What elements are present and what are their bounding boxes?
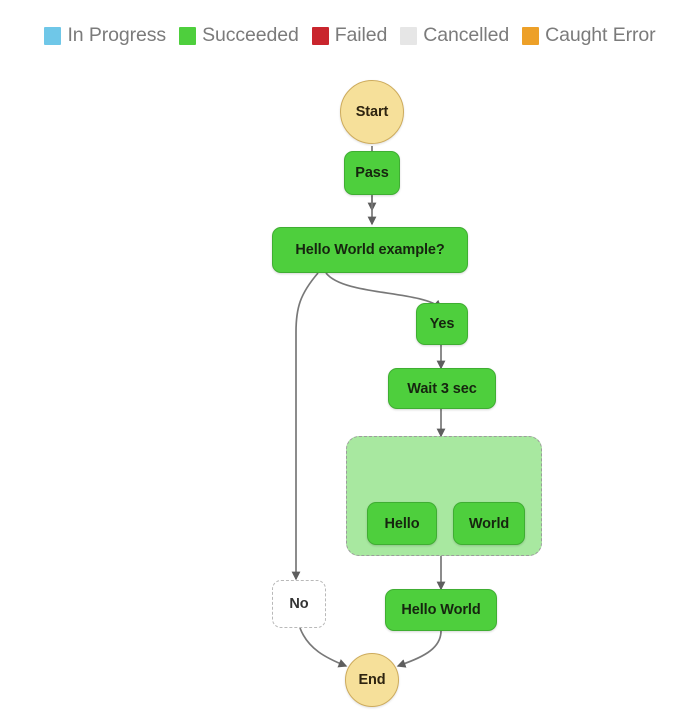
node-wait[interactable]: Wait 3 sec xyxy=(388,368,496,409)
legend-item-succeeded: Succeeded xyxy=(179,26,299,46)
legend-swatch-succeeded xyxy=(179,27,197,45)
legend-swatch-caught-error xyxy=(522,27,540,45)
state-machine-graph: Start Pass Hello World example? Yes Wait… xyxy=(0,58,700,722)
node-hello-world-label: Hello World xyxy=(401,602,481,618)
node-wait-label: Wait 3 sec xyxy=(407,380,477,397)
legend-label-cancelled: Cancelled xyxy=(423,24,510,47)
node-start-label: Start xyxy=(355,104,389,120)
node-hello-label: Hello xyxy=(384,515,420,532)
legend-label-in-progress: In Progress xyxy=(67,24,167,47)
status-legend: In Progress Succeeded Failed Cancelled C… xyxy=(0,22,700,50)
node-pass[interactable]: Pass xyxy=(344,151,400,195)
node-no-label: No xyxy=(289,596,309,612)
legend-swatch-in-progress xyxy=(44,27,62,45)
legend-swatch-cancelled xyxy=(400,27,418,45)
edge-helloworld-end xyxy=(396,630,442,668)
node-hello-world[interactable]: Hello World xyxy=(385,589,497,631)
legend-item-failed: Failed xyxy=(311,24,388,47)
legend-item-caught-error: Caught Error xyxy=(522,24,656,47)
node-no[interactable]: No xyxy=(272,580,326,628)
legend-label-caught-error: Caught Error xyxy=(545,24,656,47)
node-end[interactable]: End xyxy=(345,653,399,707)
legend-label-succeeded: Succeeded xyxy=(202,24,299,47)
edge-no-end xyxy=(299,627,348,668)
node-hello[interactable]: Hello xyxy=(367,502,437,545)
legend-label-failed: Failed xyxy=(334,24,388,47)
node-parallel-group[interactable]: Hello World xyxy=(346,436,542,556)
node-yes-label: Yes xyxy=(429,316,455,332)
node-world[interactable]: World xyxy=(453,502,525,545)
legend-item-cancelled: Cancelled xyxy=(400,26,509,46)
node-choice-label: Hello World example? xyxy=(295,242,445,258)
edge-choice-no xyxy=(291,272,319,581)
node-choice[interactable]: Hello World example? xyxy=(272,227,468,273)
edge-choice-yes xyxy=(325,272,443,309)
node-start[interactable]: Start xyxy=(340,80,404,144)
node-world-label: World xyxy=(468,515,510,532)
node-pass-label: Pass xyxy=(355,165,389,181)
node-end-label: End xyxy=(358,672,386,688)
legend-swatch-failed xyxy=(311,27,329,45)
legend-item-in-progress: In Progress xyxy=(44,26,166,46)
node-yes[interactable]: Yes xyxy=(416,303,468,345)
